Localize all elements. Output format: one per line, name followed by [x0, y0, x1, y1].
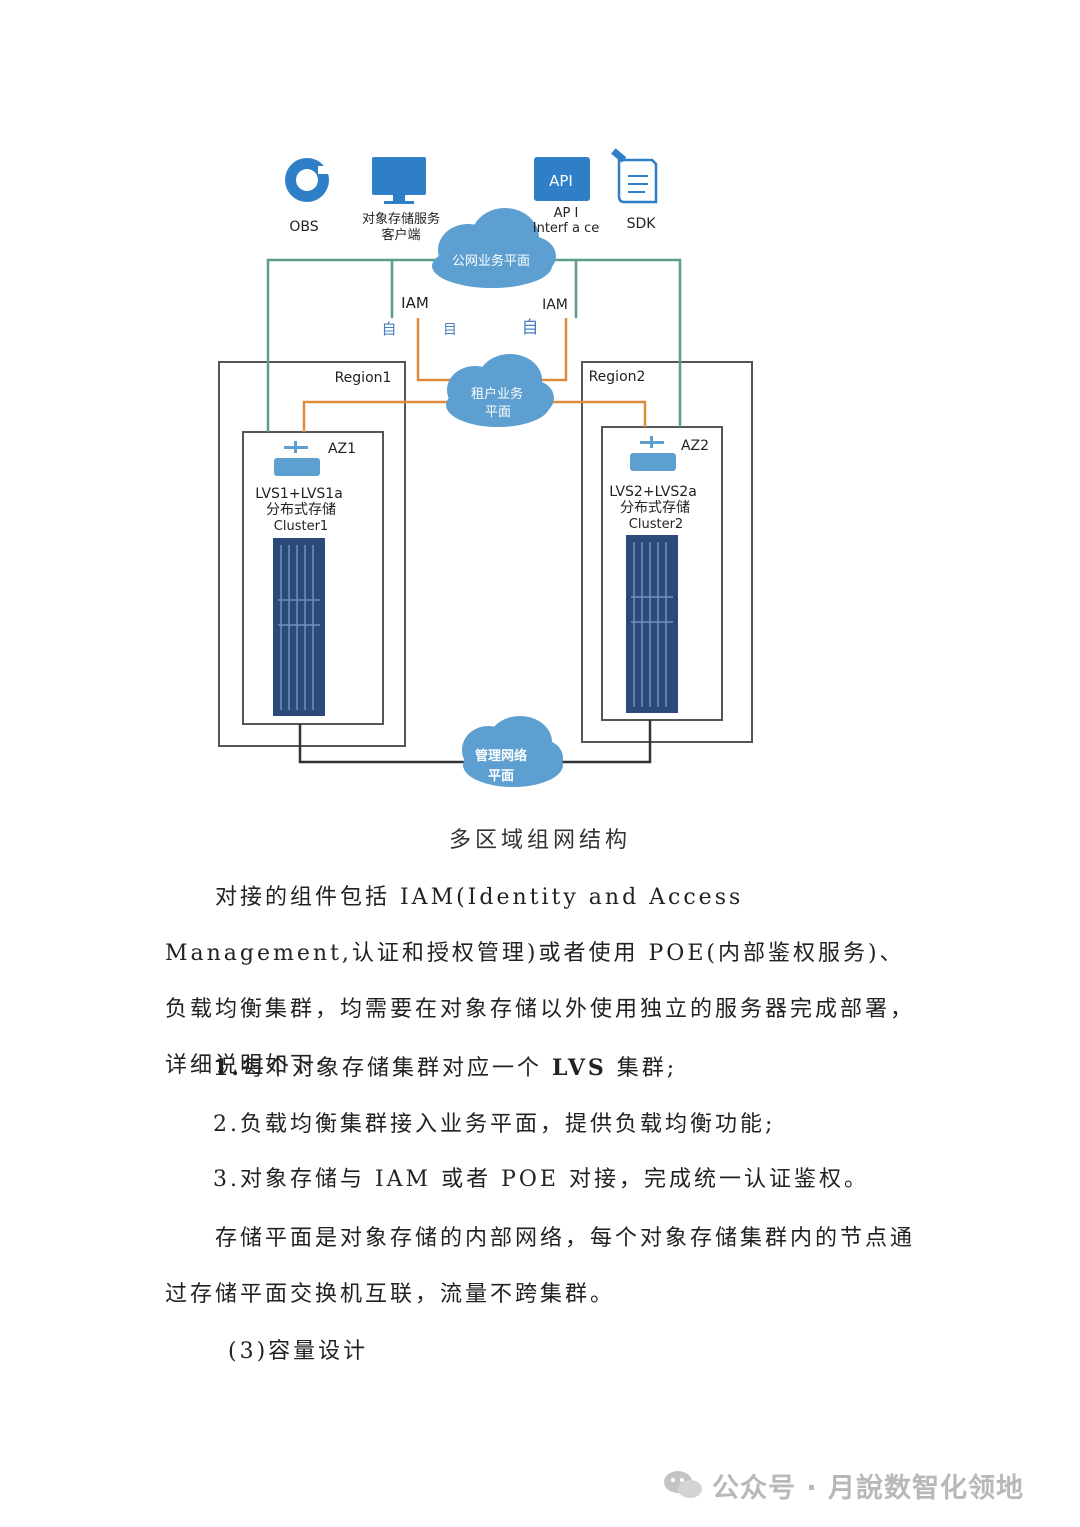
management-plane-links [298, 720, 652, 764]
az2-line3: Cluster2 [629, 517, 683, 532]
iam-glyph-3: 自 [522, 318, 539, 338]
iam-glyph-2: 目 [443, 322, 457, 338]
tenant-cloud [446, 354, 554, 427]
paragraph-storage-plane: 存储平面是对象存储的内部网络，每个对象存储集群内的节点通过存储平面交换机互联，流… [165, 1226, 916, 1307]
region1-box [218, 361, 406, 747]
management-cloud-label-1: 管理网络 [475, 748, 527, 764]
obs-icon [285, 158, 330, 202]
multi-region-network-diagram: 公网业务平面 租户业务 平面 管理网络 平面 OBS 对象存储服务 客户端 AP… [218, 148, 753, 787]
az1-load-balancer-icon [274, 441, 320, 476]
az2-line2: 分布式存储 [620, 500, 690, 516]
tenant-cloud-label-2: 平面 [485, 405, 511, 420]
management-cloud-label-2: 平面 [488, 769, 514, 784]
iam-right-label: IAM [542, 297, 568, 313]
list-item-3: 3.对象存储与 IAM 或者 POE 对接，完成统一认证鉴权。 [213, 1167, 869, 1192]
client-label-1: 对象存储服务 [362, 211, 440, 227]
wechat-icon [664, 1471, 702, 1498]
watermark-text: 公众号 · 月說数智化领地 [712, 1472, 1025, 1504]
region1-label: Region1 [335, 370, 392, 386]
api-icon-label: API [549, 172, 573, 190]
public-cloud [432, 208, 556, 288]
watermark: 公众号 · 月說数智化领地 [662, 1460, 1024, 1510]
az1-line2: 分布式存储 [266, 502, 336, 518]
az2-line1: LVS2+LVS2a [609, 484, 697, 500]
az2-storage-server-icon [626, 535, 678, 713]
az1-label: AZ1 [328, 441, 356, 457]
api-interface-label-2: Interf a ce [533, 221, 599, 236]
az1-line3: Cluster1 [274, 519, 328, 534]
iam-glyph-1: 自 [381, 320, 396, 338]
az1-storage-server-icon [273, 538, 325, 716]
sdk-document-icon [611, 148, 658, 204]
monitor-icon [372, 157, 426, 204]
az1-line1: LVS1+LVS1a [255, 486, 343, 502]
public-cloud-label: 公网业务平面 [452, 253, 530, 269]
list-item-1-number: 1. [213, 1055, 242, 1081]
sdk-label: SDK [627, 216, 657, 232]
list-item-1-text-a: 每个对象存储集群对应一个 [241, 1056, 552, 1081]
list-item-1-lvs: LVS [551, 1055, 607, 1081]
az2-label: AZ2 [681, 438, 709, 454]
api-interface-label-1: AP I [554, 206, 579, 221]
client-label-2: 客户端 [381, 227, 420, 243]
list-item-2: 2.负载均衡集群接入业务平面，提供负载均衡功能; [213, 1112, 776, 1137]
paragraph-components: 对接的组件包括 IAM(Identity and Access Manageme… [165, 885, 916, 1078]
obs-label: OBS [289, 219, 318, 235]
iam-left-label: IAM [401, 294, 429, 312]
tenant-cloud-label-1: 租户业务 [471, 386, 523, 402]
figure-caption: 多区域组网结构 [448, 828, 631, 853]
list-item-1: 1.每个对象存储集群对应一个 LVS 集群; [213, 1050, 677, 1082]
section-heading: (3)容量设计 [228, 1339, 369, 1364]
api-icon [534, 157, 590, 201]
az2-load-balancer-icon [630, 436, 676, 471]
region2-label: Region2 [589, 369, 646, 385]
public-plane-links [266, 258, 682, 432]
management-cloud [462, 716, 563, 787]
list-item-1-text-c: 集群; [606, 1056, 678, 1081]
region2-box [581, 361, 753, 743]
